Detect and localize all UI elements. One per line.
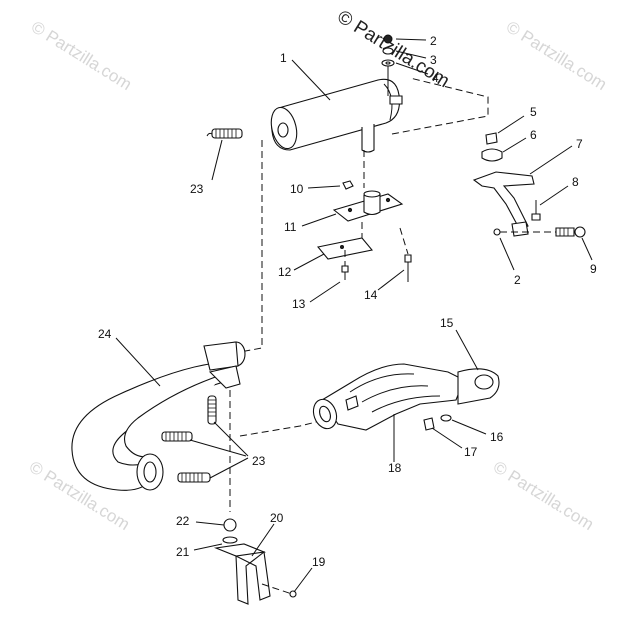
callout-7: 7 [576,137,583,151]
callout-2: 2 [430,34,437,48]
callout-17: 17 [464,445,478,459]
callout-18: 18 [388,461,402,475]
callout-2-lower: 2 [514,273,521,287]
head-pipe [71,341,246,491]
dash-muffler-bracket [391,77,489,135]
leader-lines [115,38,593,593]
clamp-plate [316,222,374,280]
bracket [472,132,586,238]
muffler [270,66,403,153]
callout-5: 5 [530,105,537,119]
callout-23-mid: 23 [252,454,266,468]
watermark-bottom-right: © Partzilla.com [490,457,597,534]
callout-12: 12 [278,265,292,279]
callout-1: 1 [280,51,287,65]
callout-16: 16 [490,430,504,444]
watermark-top-left: © Partzilla.com [28,17,135,94]
callout-8: 8 [572,175,579,189]
watermark-top-right: © Partzilla.com [503,17,610,94]
callout-24: 24 [98,327,112,341]
callout-20: 20 [270,511,284,525]
callout-13: 13 [292,297,306,311]
callout-10: 10 [290,182,304,196]
callout-11: 11 [284,220,297,234]
callout-4: 4 [432,71,439,85]
callout-labels: 1 2 3 4 5 6 7 8 2 9 10 11 12 13 14 23 24… [98,34,597,569]
mount-plate [332,180,404,222]
lower-bracket [213,518,297,605]
callout-22: 22 [176,514,190,528]
top-hardware [381,34,395,67]
spring-top [206,128,243,139]
callout-3: 3 [430,53,437,67]
rivet-14 [399,227,412,282]
exhaust-manifold [312,363,500,431]
callout-21: 21 [176,545,190,559]
dash-muffler-pipe [239,140,263,353]
callout-14: 14 [364,288,378,302]
callout-23-top: 23 [190,182,204,196]
callout-19: 19 [312,555,326,569]
callout-6: 6 [530,128,537,142]
callout-9: 9 [590,262,597,276]
callout-15: 15 [440,316,454,330]
